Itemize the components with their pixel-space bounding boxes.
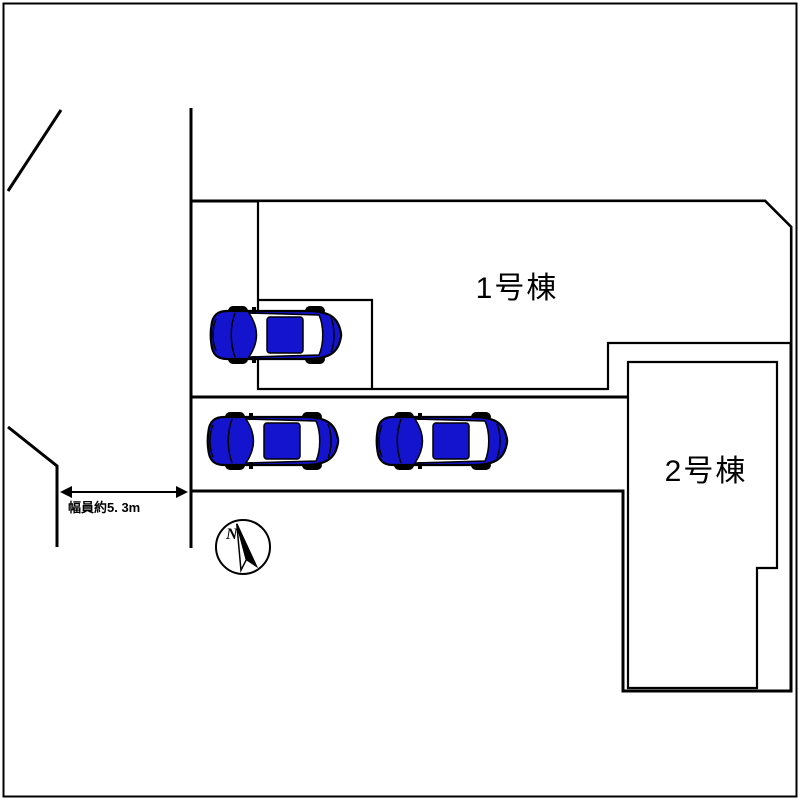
building-1-carport-line	[258, 298, 374, 389]
building-1-label: 1号棟	[476, 272, 559, 305]
car-icon	[375, 410, 509, 472]
road-width-arrowhead-right	[176, 486, 188, 498]
building-1-outline	[256, 199, 793, 391]
compass-needle-icon	[236, 523, 259, 574]
road-corner-left	[7, 425, 59, 547]
road-width-label: 幅員約5. 3m	[68, 500, 140, 515]
car-icon	[209, 304, 343, 366]
compass-north-label: N	[225, 526, 239, 543]
building-2-outline	[626, 360, 779, 690]
road-width-annotation: 幅員約5. 3m	[60, 486, 188, 515]
compass: N	[215, 519, 271, 575]
road-corner-top-left	[6, 109, 63, 192]
road-width-arrowhead-left	[60, 486, 72, 498]
car-icon	[206, 410, 340, 472]
building-2-label: 2号棟	[665, 455, 748, 488]
